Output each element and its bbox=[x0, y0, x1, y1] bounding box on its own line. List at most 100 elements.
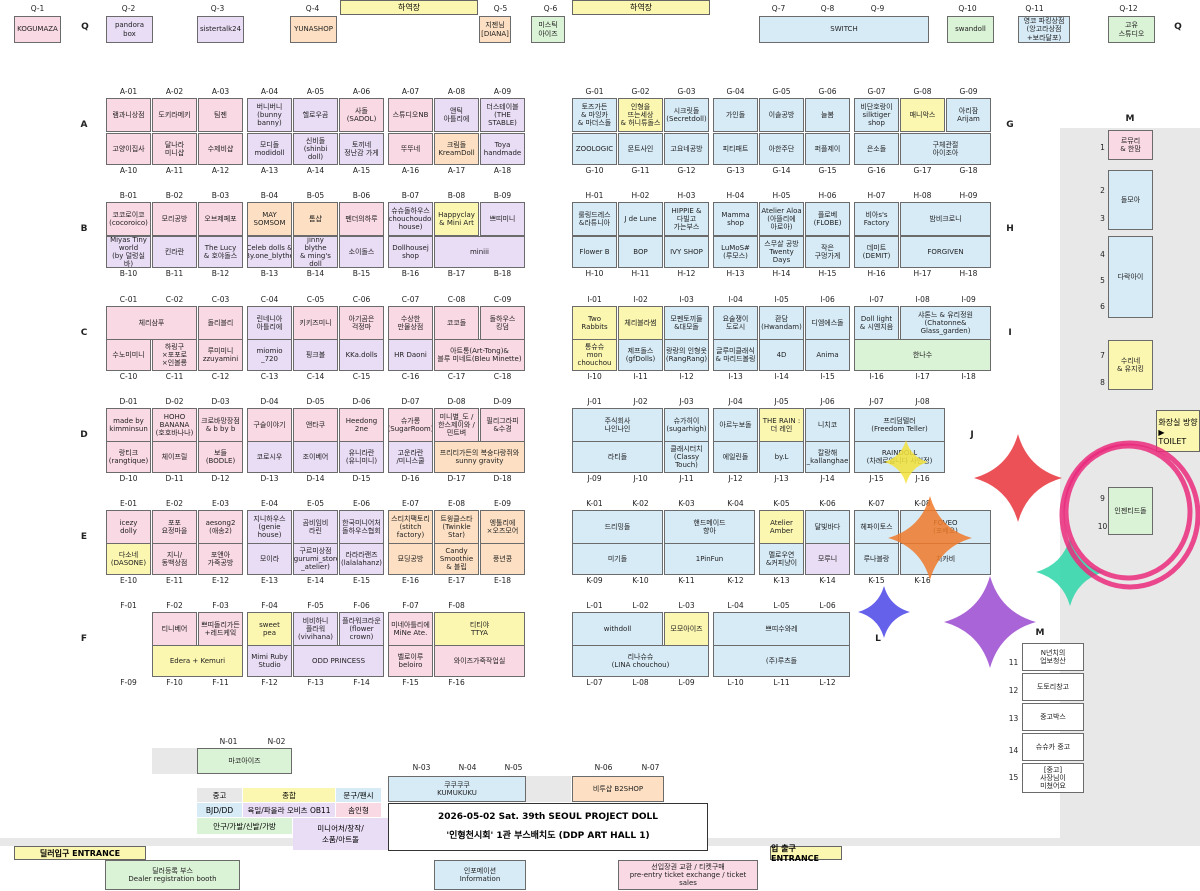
booth[interactable]: 트윙클스타 (Twinkle Star) bbox=[434, 510, 479, 544]
booth[interactable]: MAY SOMSOM bbox=[247, 202, 292, 236]
booth[interactable]: 더스테이블 (THE STABLE) bbox=[480, 98, 525, 132]
booth[interactable]: 슈슈돌하우스 (chouchoudoll house) bbox=[388, 202, 433, 236]
booth[interactable]: 치카비 bbox=[900, 543, 991, 575]
booth[interactable]: 코코로이코 (cocoroico) bbox=[106, 202, 151, 236]
booth[interactable]: 구슬이야기 bbox=[247, 408, 292, 442]
booth[interactable]: 라라라랜즈 (lalalahanz) bbox=[339, 543, 384, 575]
booth[interactable]: 체이프릴 bbox=[152, 441, 197, 473]
booth[interactable]: 드리밍돌 bbox=[572, 510, 663, 544]
booth[interactable]: 뚜뚜네 bbox=[388, 133, 433, 165]
booth[interactable]: 톰샵 bbox=[293, 202, 338, 236]
booth[interactable]: 유니라란 (유니미니) bbox=[339, 441, 384, 473]
booth[interactable]: 지니하우스 (genie house) bbox=[247, 510, 292, 544]
booth[interactable]: HIPPIE & 다빌고 가는부스 bbox=[664, 202, 709, 236]
booth[interactable]: 체리삼푸 bbox=[106, 306, 197, 340]
booth[interactable]: 신비돌 (shinbi doll) bbox=[293, 133, 338, 165]
booth[interactable]: 가인돌 bbox=[713, 98, 758, 132]
booth[interactable]: 앤틱 아틀리에 bbox=[434, 98, 479, 132]
booth[interactable]: 미네아틀리에 MiNe Ate. bbox=[388, 612, 433, 646]
booth[interactable]: 보들(BODLE) bbox=[198, 441, 243, 473]
booth[interactable]: 돌하우스 킹덤 bbox=[480, 306, 525, 340]
booth[interactable]: 고운라란 /미니스쿨 bbox=[388, 441, 433, 473]
booth[interactable]: 수상한 만물상점 bbox=[388, 306, 433, 340]
q-booth[interactable]: sistertalk24 bbox=[197, 16, 244, 43]
booth[interactable]: 풍년콩 bbox=[480, 543, 525, 575]
q-booth[interactable]: YUNASHOP bbox=[290, 16, 337, 43]
q-booth[interactable]: 영코 파킹상점 (앙고라상점 +보라달포) bbox=[1018, 16, 1070, 43]
booth[interactable]: Flower B bbox=[572, 236, 617, 268]
booth[interactable]: 티니베어 bbox=[152, 612, 197, 646]
booth[interactable]: 1PinFun bbox=[664, 543, 755, 575]
info-box[interactable]: 딜러등록 부스 Dealer registration booth bbox=[105, 860, 240, 890]
booth[interactable]: 아트통(Art-Tong)& 블루 미네트(Bleu Minette) bbox=[434, 339, 525, 371]
booth[interactable]: 헤파이토스 bbox=[854, 510, 899, 544]
booth[interactable]: Celeb dolls & By.one_blythe bbox=[247, 236, 292, 268]
booth[interactable]: 코코돌 bbox=[434, 306, 479, 340]
booth[interactable]: Mimi Ruby Studio bbox=[247, 645, 292, 677]
booth[interactable]: 곰비임비 라린 bbox=[293, 510, 338, 544]
booth[interactable]: 램과니상점 bbox=[106, 98, 151, 132]
booth[interactable]: 팀젠 bbox=[198, 98, 243, 132]
booth[interactable]: 퍼플제이 bbox=[805, 133, 850, 165]
booth[interactable]: 피티패트 bbox=[713, 133, 758, 165]
booth[interactable]: 린네니아 아틀리에 bbox=[247, 306, 292, 340]
booth[interactable]: Doll light & 시옌지음 bbox=[854, 306, 899, 340]
booth[interactable]: Heedong 2ne bbox=[339, 408, 384, 442]
booth[interactable]: 달빛바다 bbox=[805, 510, 850, 544]
booth[interactable]: 제프돌스 (gfDolls) bbox=[618, 339, 663, 371]
booth[interactable]: 루미미니 zzuyamini bbox=[198, 339, 243, 371]
booth[interactable]: Atelier Aloa (아뜰리에 아로아) bbox=[759, 202, 804, 236]
booth[interactable]: 구르미상점 (gurumi_store _atelier) bbox=[293, 543, 338, 575]
booth[interactable]: Dollhousej shop bbox=[388, 236, 433, 268]
booth[interactable]: 코로시우 bbox=[247, 441, 292, 473]
booth[interactable]: 도키라메키 bbox=[152, 98, 197, 132]
booth[interactable]: J de Lune bbox=[618, 202, 663, 236]
booth[interactable]: 미기돌 bbox=[572, 543, 663, 575]
q-booth[interactable]: pandora box bbox=[106, 16, 153, 43]
booth[interactable]: Edera + Kemuri bbox=[152, 645, 243, 677]
booth[interactable]: 스티치팩토리 (stitch factory) bbox=[388, 510, 433, 544]
m-booth[interactable]: 인젠티드돌 bbox=[1108, 487, 1153, 535]
booth[interactable]: 앤타쿠 bbox=[293, 408, 338, 442]
booth[interactable]: 펜더의하루 bbox=[339, 202, 384, 236]
booth[interactable]: 구체관절 아이조아 bbox=[900, 133, 991, 165]
booth[interactable]: THE RAIN : 더 레인 bbox=[759, 408, 804, 442]
booth[interactable]: 핸드메이드 향아 bbox=[664, 510, 755, 544]
booth[interactable]: miomio _720 bbox=[247, 339, 292, 371]
booth[interactable]: RAINDOLL (차례로일니다 사인정) bbox=[854, 441, 945, 473]
booth[interactable]: aesong2 (애송2) bbox=[198, 510, 243, 544]
booth[interactable]: 수노미미니 bbox=[106, 339, 151, 371]
booth[interactable]: 시크릿돌 (Secretdoll) bbox=[664, 98, 709, 132]
booth[interactable]: 버니버니 (bunny banny) bbox=[247, 98, 292, 132]
n-booth[interactable]: 비투샵 B2SHOP bbox=[572, 776, 664, 802]
booth[interactable]: 클래시터치 (Classy Touch) bbox=[664, 441, 709, 473]
q-booth[interactable]: swandoll bbox=[947, 16, 994, 43]
booth[interactable]: 모리공방 bbox=[152, 202, 197, 236]
booth[interactable]: 늘봄 bbox=[805, 98, 850, 132]
booth[interactable]: 크로바망장점 & b by b bbox=[198, 408, 243, 442]
m-booth[interactable]: 르뮤리 & 한맘 bbox=[1108, 130, 1153, 160]
booth[interactable]: Happyclay & Mini Art bbox=[434, 202, 479, 236]
booth[interactable]: 포포 요정마을 bbox=[152, 510, 197, 544]
booth[interactable]: 키키즈미니 bbox=[293, 306, 338, 340]
booth[interactable]: 모루니 bbox=[805, 543, 850, 575]
booth[interactable]: 벨로이루 beloiro bbox=[388, 645, 433, 677]
booth[interactable]: jinny blythe & ming's doll bbox=[293, 236, 338, 268]
booth[interactable]: 작은 구멍가게 bbox=[805, 236, 850, 268]
q-booth[interactable]: 지젠님 [DIANA] bbox=[479, 16, 511, 43]
booth[interactable]: icezy dolly bbox=[106, 510, 151, 544]
booth[interactable]: 칼랑해 _kallanghae bbox=[805, 441, 850, 473]
booth[interactable]: 슈가롱 (SugarRoom) bbox=[388, 408, 433, 442]
booth[interactable]: 랑티크 (rangtique) bbox=[106, 441, 151, 473]
booth[interactable]: withdoll bbox=[572, 612, 663, 646]
booth[interactable]: 몬트사인 bbox=[618, 133, 663, 165]
booth[interactable]: 조이베어 bbox=[293, 441, 338, 473]
booth[interactable]: 티티야 TTYA bbox=[434, 612, 525, 646]
booth[interactable]: 엥톨리에 ×오즈모어 bbox=[480, 510, 525, 544]
booth[interactable]: The Lucy & 호야돌스 bbox=[198, 236, 243, 268]
booth[interactable]: HOHO BANANA (호호바나나) bbox=[152, 408, 197, 442]
booth[interactable]: LuMoS# (루모스) bbox=[713, 236, 758, 268]
booth[interactable]: 쁘띠돌리가든 +레드케잌 bbox=[198, 612, 243, 646]
q-booth[interactable]: 미스틱 아이즈 bbox=[531, 16, 565, 43]
info-box[interactable]: 인포메이션 Information bbox=[434, 860, 526, 890]
